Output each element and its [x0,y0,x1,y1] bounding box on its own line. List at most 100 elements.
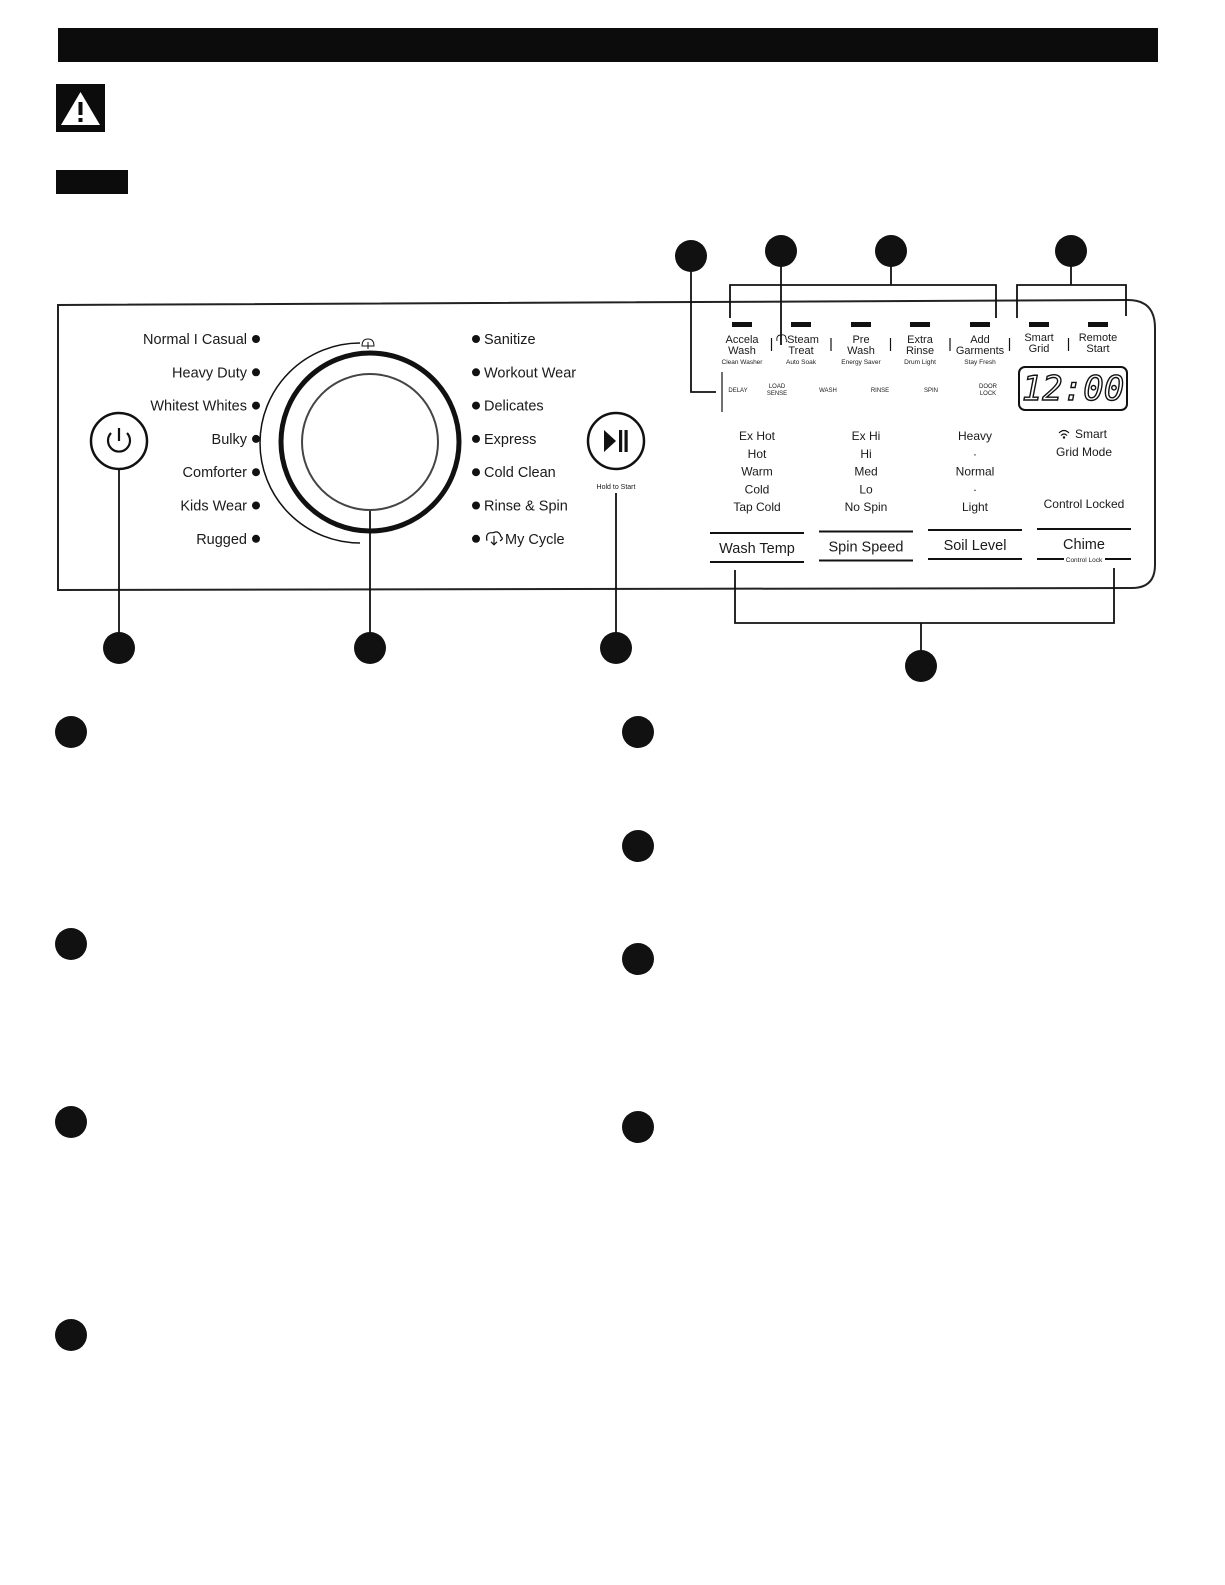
option-label-line2: Wash [728,345,756,357]
callout-leaders [118,251,1127,666]
soil-level-level: Light [962,500,989,514]
chime-button-label: Chime [1063,537,1105,553]
option-label-line2: Start [1086,343,1109,355]
section-markers [55,716,654,1351]
cycle-option-left[interactable]: Normal I Casual [143,332,260,348]
start-pause-button[interactable] [586,411,646,471]
wash-temp-button[interactable]: Wash Temp [710,532,804,563]
option-label-line2: Garments [956,345,1005,357]
cycle-label: Whitest Whites [150,399,247,415]
cycle-label: Normal I Casual [143,332,247,348]
status-label: RINSE [871,388,889,394]
option-sublabel: Energy Saver [841,359,881,366]
option-sublabel: Stay Fresh [964,359,996,366]
option-led [732,322,752,327]
cycle-indicator-dot [472,534,480,543]
grid-mode-label: Grid Mode [1056,445,1112,459]
status-indicator: RINSE [871,388,889,394]
spin-speed-level: Med [854,465,877,479]
option-led [791,322,811,327]
option-label-line2: Treat [788,345,813,357]
option-label-line2: Rinse [906,345,934,357]
cycle-dial[interactable] [259,342,462,544]
option-label-line1: Smart [1024,332,1053,344]
status-indicator: WASH [819,388,837,394]
cycle-indicator-dot [472,468,480,477]
cycle-indicator-dot [252,501,260,510]
option-sublabel: Auto Soak [786,359,817,366]
cycle-label: Rinse & Spin [484,499,568,515]
status-label: SPIN [924,388,938,394]
cycle-option-right[interactable]: Sanitize [472,332,536,348]
cycle-indicator-dot [252,434,260,443]
spin-speed-button[interactable]: Spin Speed [819,530,913,562]
cycle-label: Workout Wear [484,365,576,381]
soil-level-button[interactable]: Soil Level [928,529,1022,560]
cycle-option-right[interactable]: Rinse & Spin [472,499,568,515]
status-label-line2: LOCK [980,391,996,397]
option-label-line1: Remote [1079,332,1118,344]
soil-level-level: Heavy [958,429,992,443]
cycle-label: Delicates [484,399,544,415]
option-led [910,322,930,327]
cloud-download-icon [776,334,788,344]
warning-icon [61,92,100,125]
cycle-option-right[interactable]: Delicates [472,399,544,415]
option-led [970,322,990,327]
cycle-option-right[interactable]: Cold Clean [472,465,556,481]
option-label-line1: Add [970,334,990,346]
wash-temp-level: Warm [741,465,773,479]
soil-level-level: · [973,447,977,461]
wash-temp-level: Tap Cold [733,500,780,514]
cycle-label: My Cycle [505,532,565,548]
soil-level-button-label: Soil Level [944,538,1007,554]
hold-to-start-label: Hold to Start [597,484,636,491]
soil-level-level: · [973,482,977,496]
status-indicator: DELAY [728,388,747,394]
cloud-download-icon [486,531,503,546]
cycle-option-right[interactable]: My Cycle [472,531,565,548]
cycle-option-right[interactable]: Workout Wear [472,365,576,381]
cycle-option-left[interactable]: Comforter [183,465,260,481]
status-label: DELAY [728,388,747,394]
option-led [1029,322,1049,327]
control-locked-label: Control Locked [1044,497,1125,511]
time-display: 12:00 [1018,366,1128,411]
wash-temp-level: Hot [748,447,767,461]
option-led [1088,322,1108,327]
spin-speed-level: Hi [860,447,871,461]
wash-temp-level: Cold [745,482,770,496]
cycle-option-left[interactable]: Rugged [196,532,260,548]
wash-temp-level: Ex Hot [739,429,776,443]
option-label-line1: Pre [852,334,869,346]
option-label-line2: Wash [847,345,875,357]
cycle-label: Cold Clean [484,465,556,481]
cycle-option-left[interactable]: Bulky [212,432,260,448]
cycle-option-left[interactable]: Whitest Whites [150,399,260,415]
status-label-line1: LOAD [769,384,786,390]
cycle-option-left[interactable]: Heavy Duty [172,365,260,381]
cycle-indicator-dot [472,434,480,443]
callout-markers [103,235,1087,682]
option-label-line1: Extra [907,334,934,346]
power-button[interactable] [89,411,149,471]
cycle-option-left[interactable]: Kids Wear [180,499,260,515]
cycle-option-right[interactable]: Express [472,432,536,448]
cycle-indicator-dot [472,335,480,343]
cycle-label: Heavy Duty [172,365,248,381]
cycle-label: Rugged [196,532,247,548]
soil-level-levels: Heavy·Normal·Light [956,429,995,514]
option-label-line1: Accela [725,334,759,346]
